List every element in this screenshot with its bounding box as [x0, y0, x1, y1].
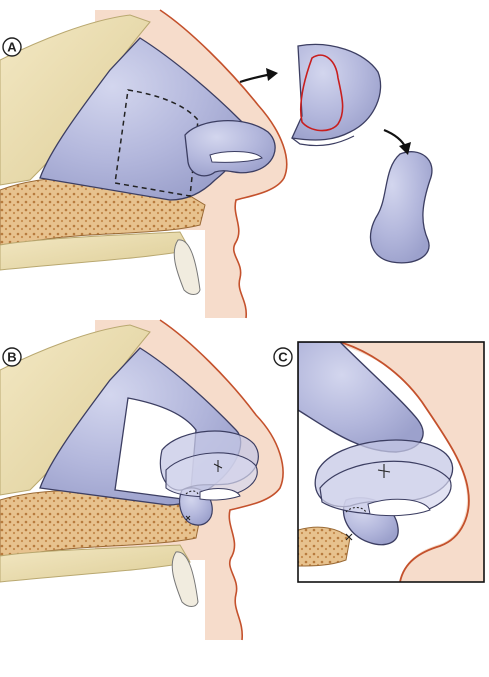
- graft-outline-red: [299, 54, 344, 132]
- carved-graft: [369, 151, 433, 264]
- label-c-text: C: [278, 350, 288, 365]
- panel-a-lower-lateral-cartilage: [184, 120, 276, 177]
- panel-b: [0, 319, 284, 641]
- panel-a-nostril: [209, 151, 263, 163]
- arrow-to-graft-head: [399, 142, 411, 155]
- panel-c-maxilla: [298, 526, 351, 567]
- panel-b-nostril: [199, 488, 241, 501]
- harvested-block-edge: [291, 135, 355, 147]
- arrow-to-block-head: [266, 68, 278, 81]
- panel-b-maxilla: [0, 490, 201, 557]
- panel-c-sutures: [345, 464, 391, 541]
- panel-b-profile-line: [159, 319, 284, 641]
- label-b: B: [2, 347, 22, 367]
- panel-c-septal-cartilage: [298, 342, 424, 453]
- label-b-text: B: [7, 350, 16, 365]
- panel-a-tooth: [173, 239, 201, 295]
- panel-b-tip-graft: [165, 452, 258, 498]
- panel-c-nostril: [367, 498, 431, 517]
- panel-c-border: [297, 341, 485, 583]
- panel-c: [297, 341, 485, 583]
- panel-c-skin: [330, 342, 484, 582]
- panel-b-sutures: [185, 460, 223, 521]
- harvested-cartilage-block: [291, 43, 382, 141]
- panel-a-profile-line: [159, 9, 288, 319]
- label-c: C: [273, 347, 293, 367]
- panel-b-lower-bone: [0, 544, 191, 583]
- panel-a: [0, 9, 433, 319]
- label-a: A: [2, 37, 22, 57]
- panel-c-profile-line: [339, 342, 470, 582]
- label-a-text: A: [7, 40, 17, 55]
- panel-c-tip-graft: [319, 460, 452, 516]
- panel-b-tooth: [171, 551, 199, 607]
